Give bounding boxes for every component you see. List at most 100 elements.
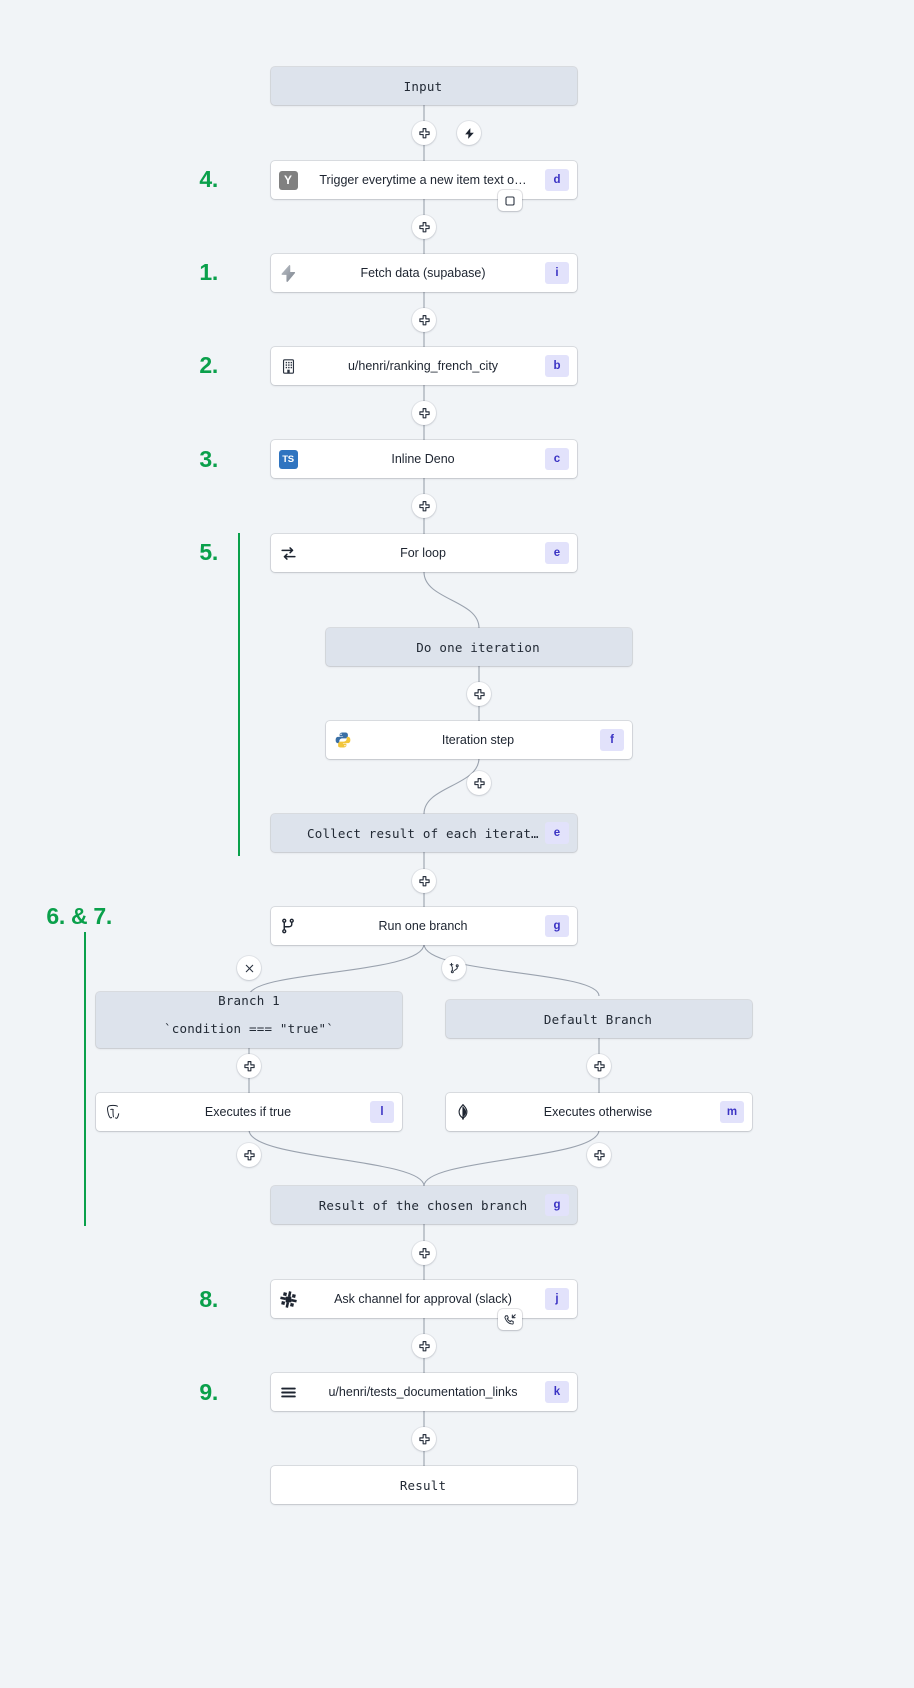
phone-incoming-icon bbox=[504, 1313, 516, 1325]
node-executes-if-true-label: Executes if true bbox=[204, 1105, 292, 1119]
stop-square-button[interactable] bbox=[498, 190, 522, 211]
slack-hash-icon bbox=[271, 1280, 305, 1318]
add-branch-button[interactable] bbox=[442, 956, 466, 980]
step-number-4: 4. bbox=[199, 166, 218, 192]
insert-step-button-iteration-collect[interactable] bbox=[467, 771, 491, 795]
node-result[interactable]: Result bbox=[271, 1466, 577, 1504]
node-executes-otherwise-badge: m bbox=[720, 1101, 744, 1123]
node-result-chosen-branch-label: Result of the chosen branch bbox=[318, 1197, 528, 1213]
plus-icon bbox=[418, 314, 430, 325]
plus-icon bbox=[593, 1149, 605, 1160]
node-executes-otherwise-label: Executes otherwise bbox=[543, 1105, 653, 1119]
plus-icon bbox=[473, 777, 485, 788]
node-inline-deno[interactable]: TS Inline Deno c bbox=[271, 440, 577, 478]
input-icon-slot bbox=[271, 67, 305, 105]
step-number-1: 1. bbox=[199, 259, 218, 285]
typescript-icon: TS bbox=[271, 440, 305, 478]
branch-icon bbox=[271, 907, 305, 945]
delete-branch-button[interactable] bbox=[237, 956, 261, 980]
node-executes-if-true[interactable]: Executes if true l bbox=[96, 1093, 402, 1131]
node-ask-channel-approval[interactable]: Ask channel for approval (slack) j bbox=[271, 1280, 577, 1318]
step-number-8: 8. bbox=[199, 1286, 218, 1312]
node-input[interactable]: Input bbox=[271, 67, 577, 105]
postgres-glyph bbox=[107, 1104, 120, 1119]
insert-step-button-after-otherwise[interactable] bbox=[587, 1143, 611, 1167]
yaml-gray-icon: Y bbox=[271, 161, 305, 199]
node-executes-if-true-badge: l bbox=[370, 1101, 394, 1123]
step-number-5: 5. bbox=[199, 539, 218, 565]
insert-step-button-iteration[interactable] bbox=[467, 682, 491, 706]
plus-icon bbox=[418, 1247, 430, 1258]
plus-icon bbox=[243, 1060, 255, 1071]
insert-step-button-trigger-fetch[interactable] bbox=[412, 215, 436, 239]
step-number-3: 3. bbox=[199, 446, 218, 472]
insert-step-button-fetch-ranking[interactable] bbox=[412, 308, 436, 332]
step-number-2: 2. bbox=[199, 352, 218, 378]
insert-step-button-collect-branch[interactable] bbox=[412, 869, 436, 893]
node-for-loop[interactable]: For loop e bbox=[271, 534, 577, 572]
insert-step-button-ask-docs[interactable] bbox=[412, 1334, 436, 1358]
node-iteration-step-badge: f bbox=[600, 729, 624, 751]
plus-icon bbox=[473, 688, 485, 699]
result-icon-slot bbox=[271, 1466, 305, 1504]
hamburger-lines-glyph bbox=[280, 1387, 296, 1397]
insert-step-button-chosen-ask[interactable] bbox=[412, 1241, 436, 1265]
node-ranking-french-city-badge: b bbox=[545, 355, 569, 377]
plus-icon bbox=[418, 500, 430, 511]
node-branch-1-condition: `condition === "true"` bbox=[164, 1021, 334, 1036]
node-default-branch-label: Default Branch bbox=[543, 1011, 653, 1027]
node-do-one-iteration[interactable]: Do one iteration bbox=[326, 628, 632, 666]
insert-step-button-ranking-deno[interactable] bbox=[412, 401, 436, 425]
node-result-label: Result bbox=[399, 1477, 447, 1493]
default-branch-icon-slot bbox=[446, 1000, 480, 1038]
loop-arrows-glyph bbox=[280, 546, 296, 560]
postgres-icon bbox=[96, 1093, 130, 1131]
stop-square-icon bbox=[505, 195, 515, 206]
node-collect-result[interactable]: Collect result of each iteration e bbox=[271, 814, 577, 852]
plus-icon bbox=[418, 875, 430, 886]
node-tests-documentation-links[interactable]: u/henri/tests_documentation_links k bbox=[271, 1373, 577, 1411]
node-fetch-data-badge: i bbox=[545, 262, 569, 284]
insert-step-button-docs-result[interactable] bbox=[412, 1427, 436, 1451]
node-default-branch[interactable]: Default Branch bbox=[446, 1000, 752, 1038]
suspend-approval-button[interactable] bbox=[498, 1309, 522, 1330]
node-trigger-label: Trigger everytime a new item text o… bbox=[319, 173, 527, 187]
loop-arrows-icon bbox=[271, 534, 305, 572]
building-glyph bbox=[282, 358, 294, 374]
add-branch-icon bbox=[449, 962, 459, 973]
node-iteration-step[interactable]: Iteration step f bbox=[326, 721, 632, 759]
node-run-one-branch[interactable]: Run one branch g bbox=[271, 907, 577, 945]
slack-hash-glyph bbox=[279, 1290, 297, 1308]
node-result-chosen-branch[interactable]: Result of the chosen branch g bbox=[271, 1186, 577, 1224]
mongodb-glyph bbox=[458, 1104, 468, 1120]
python-glyph bbox=[335, 732, 351, 748]
insert-step-button-after-true[interactable] bbox=[237, 1143, 261, 1167]
loop-scope-rule bbox=[238, 533, 240, 856]
insert-step-button-branch1[interactable] bbox=[237, 1054, 261, 1078]
building-icon bbox=[271, 347, 305, 385]
node-ask-channel-approval-label: Ask channel for approval (slack) bbox=[334, 1292, 512, 1306]
node-inline-deno-label: Inline Deno bbox=[391, 452, 455, 466]
node-collect-result-badge: e bbox=[545, 822, 569, 844]
node-result-chosen-branch-badge: g bbox=[545, 1194, 569, 1216]
plus-icon bbox=[243, 1149, 255, 1160]
node-trigger-badge: d bbox=[545, 169, 569, 191]
step-number-9: 9. bbox=[199, 1379, 218, 1405]
node-ranking-french-city[interactable]: u/henri/ranking_french_city b bbox=[271, 347, 577, 385]
node-executes-otherwise[interactable]: Executes otherwise m bbox=[446, 1093, 752, 1131]
node-for-loop-label: For loop bbox=[400, 546, 446, 560]
trigger-bolt-button[interactable] bbox=[457, 121, 481, 145]
plus-icon bbox=[418, 221, 430, 232]
node-collect-result-label: Collect result of each iteration bbox=[307, 825, 541, 841]
node-trigger[interactable]: Y Trigger everytime a new item text o… d bbox=[271, 161, 577, 199]
insert-step-button-input-trigger[interactable] bbox=[412, 121, 436, 145]
branch-scope-rule bbox=[84, 932, 86, 1226]
insert-step-button-deno-loop[interactable] bbox=[412, 494, 436, 518]
do-one-iteration-icon-slot bbox=[326, 628, 360, 666]
node-input-label: Input bbox=[403, 78, 443, 94]
node-fetch-data-label: Fetch data (supabase) bbox=[360, 266, 486, 280]
insert-step-button-default-branch[interactable] bbox=[587, 1054, 611, 1078]
node-fetch-data[interactable]: Fetch data (supabase) i bbox=[271, 254, 577, 292]
node-branch-1[interactable]: Branch 1 `condition === "true"` bbox=[96, 992, 402, 1048]
